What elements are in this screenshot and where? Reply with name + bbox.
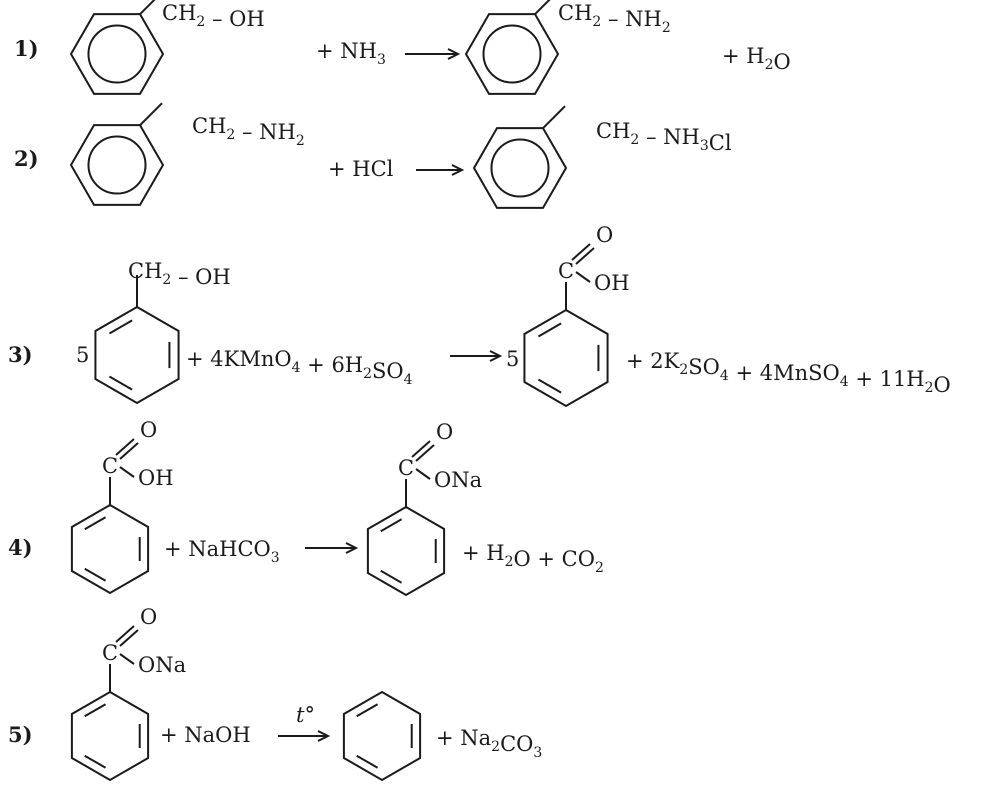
- reaction-arrow-icon: [450, 350, 503, 362]
- benzene-ring-icon: [366, 505, 446, 597]
- reaction-3-reagent: + 4KMnO4 + 6H2SO4: [186, 347, 413, 388]
- benzene-ring-icon: [342, 690, 422, 782]
- reaction-3-product-oxygen: O: [596, 223, 613, 247]
- reaction-3-byproducts: + 2K2SO4 + 4MnSO4 + 11H2O: [626, 349, 951, 397]
- reaction-3-product-coefficient: 5: [506, 347, 519, 371]
- reaction-4-product-carbon: C: [398, 456, 414, 480]
- reaction-5-arrow-condition: t°: [296, 703, 315, 727]
- reaction-1-reagent: + NH3: [316, 39, 386, 68]
- reaction-5-reactant-group: ONa: [138, 653, 186, 677]
- reaction-4-reactant-group: OH: [138, 466, 174, 490]
- reaction-5-reagent: + NaOH: [160, 723, 251, 747]
- benzene-ring-icon: [464, 13, 560, 95]
- benzene-ring-icon: [523, 308, 609, 408]
- reaction-3-product-carbon: C: [558, 259, 574, 283]
- reaction-arrow-icon: [278, 730, 331, 742]
- reaction-arrow-icon: [405, 48, 461, 60]
- reaction-4-byproducts: + H2O + CO2: [462, 541, 604, 576]
- reaction-5-number: 5): [8, 722, 33, 747]
- benzene-ring-icon: [472, 127, 568, 209]
- reaction-4-reactant-oxygen: O: [140, 418, 157, 442]
- reaction-3-product-group: OH: [594, 271, 630, 295]
- reaction-2-product-substituent: CH2 – NH3Cl: [596, 119, 732, 155]
- reaction-3-reactant-substituent: CH2 – OH: [128, 259, 231, 289]
- reaction-1-number: 1): [14, 36, 39, 61]
- reaction-5-reactant-oxygen: O: [140, 605, 157, 629]
- reaction-4-product-oxygen: O: [436, 420, 453, 444]
- reaction-1-byproducts: + H2O: [722, 44, 791, 74]
- reaction-5-byproducts: + Na2CO3: [436, 726, 542, 761]
- reaction-4-product-group: ONa: [434, 468, 482, 492]
- benzene-ring-icon: [70, 503, 150, 595]
- reaction-1-reactant-substituent: CH2 – OH: [162, 1, 265, 31]
- benzene-ring-icon: [69, 13, 165, 95]
- reaction-4-reactant-carbon: C: [102, 454, 118, 478]
- reaction-arrow-icon: [416, 164, 465, 176]
- reaction-5-reactant-carbon: C: [102, 641, 118, 665]
- reaction-1-product-substituent: CH2 – NH2: [558, 1, 671, 36]
- reaction-3-number: 3): [8, 342, 33, 367]
- reaction-arrow-icon: [305, 542, 359, 554]
- benzene-ring-icon: [70, 690, 150, 782]
- reaction-2-reagent: + HCl: [328, 157, 394, 181]
- reaction-3-reactant-coefficient: 5: [76, 343, 89, 367]
- reaction-2-reactant-substituent: CH2 – NH2: [192, 114, 305, 149]
- benzene-ring-icon: [94, 305, 180, 405]
- reaction-2-number: 2): [14, 146, 39, 171]
- reaction-4-reagent: + NaHCO3: [164, 537, 280, 566]
- benzene-ring-icon: [69, 124, 165, 206]
- reaction-4-number: 4): [8, 535, 33, 560]
